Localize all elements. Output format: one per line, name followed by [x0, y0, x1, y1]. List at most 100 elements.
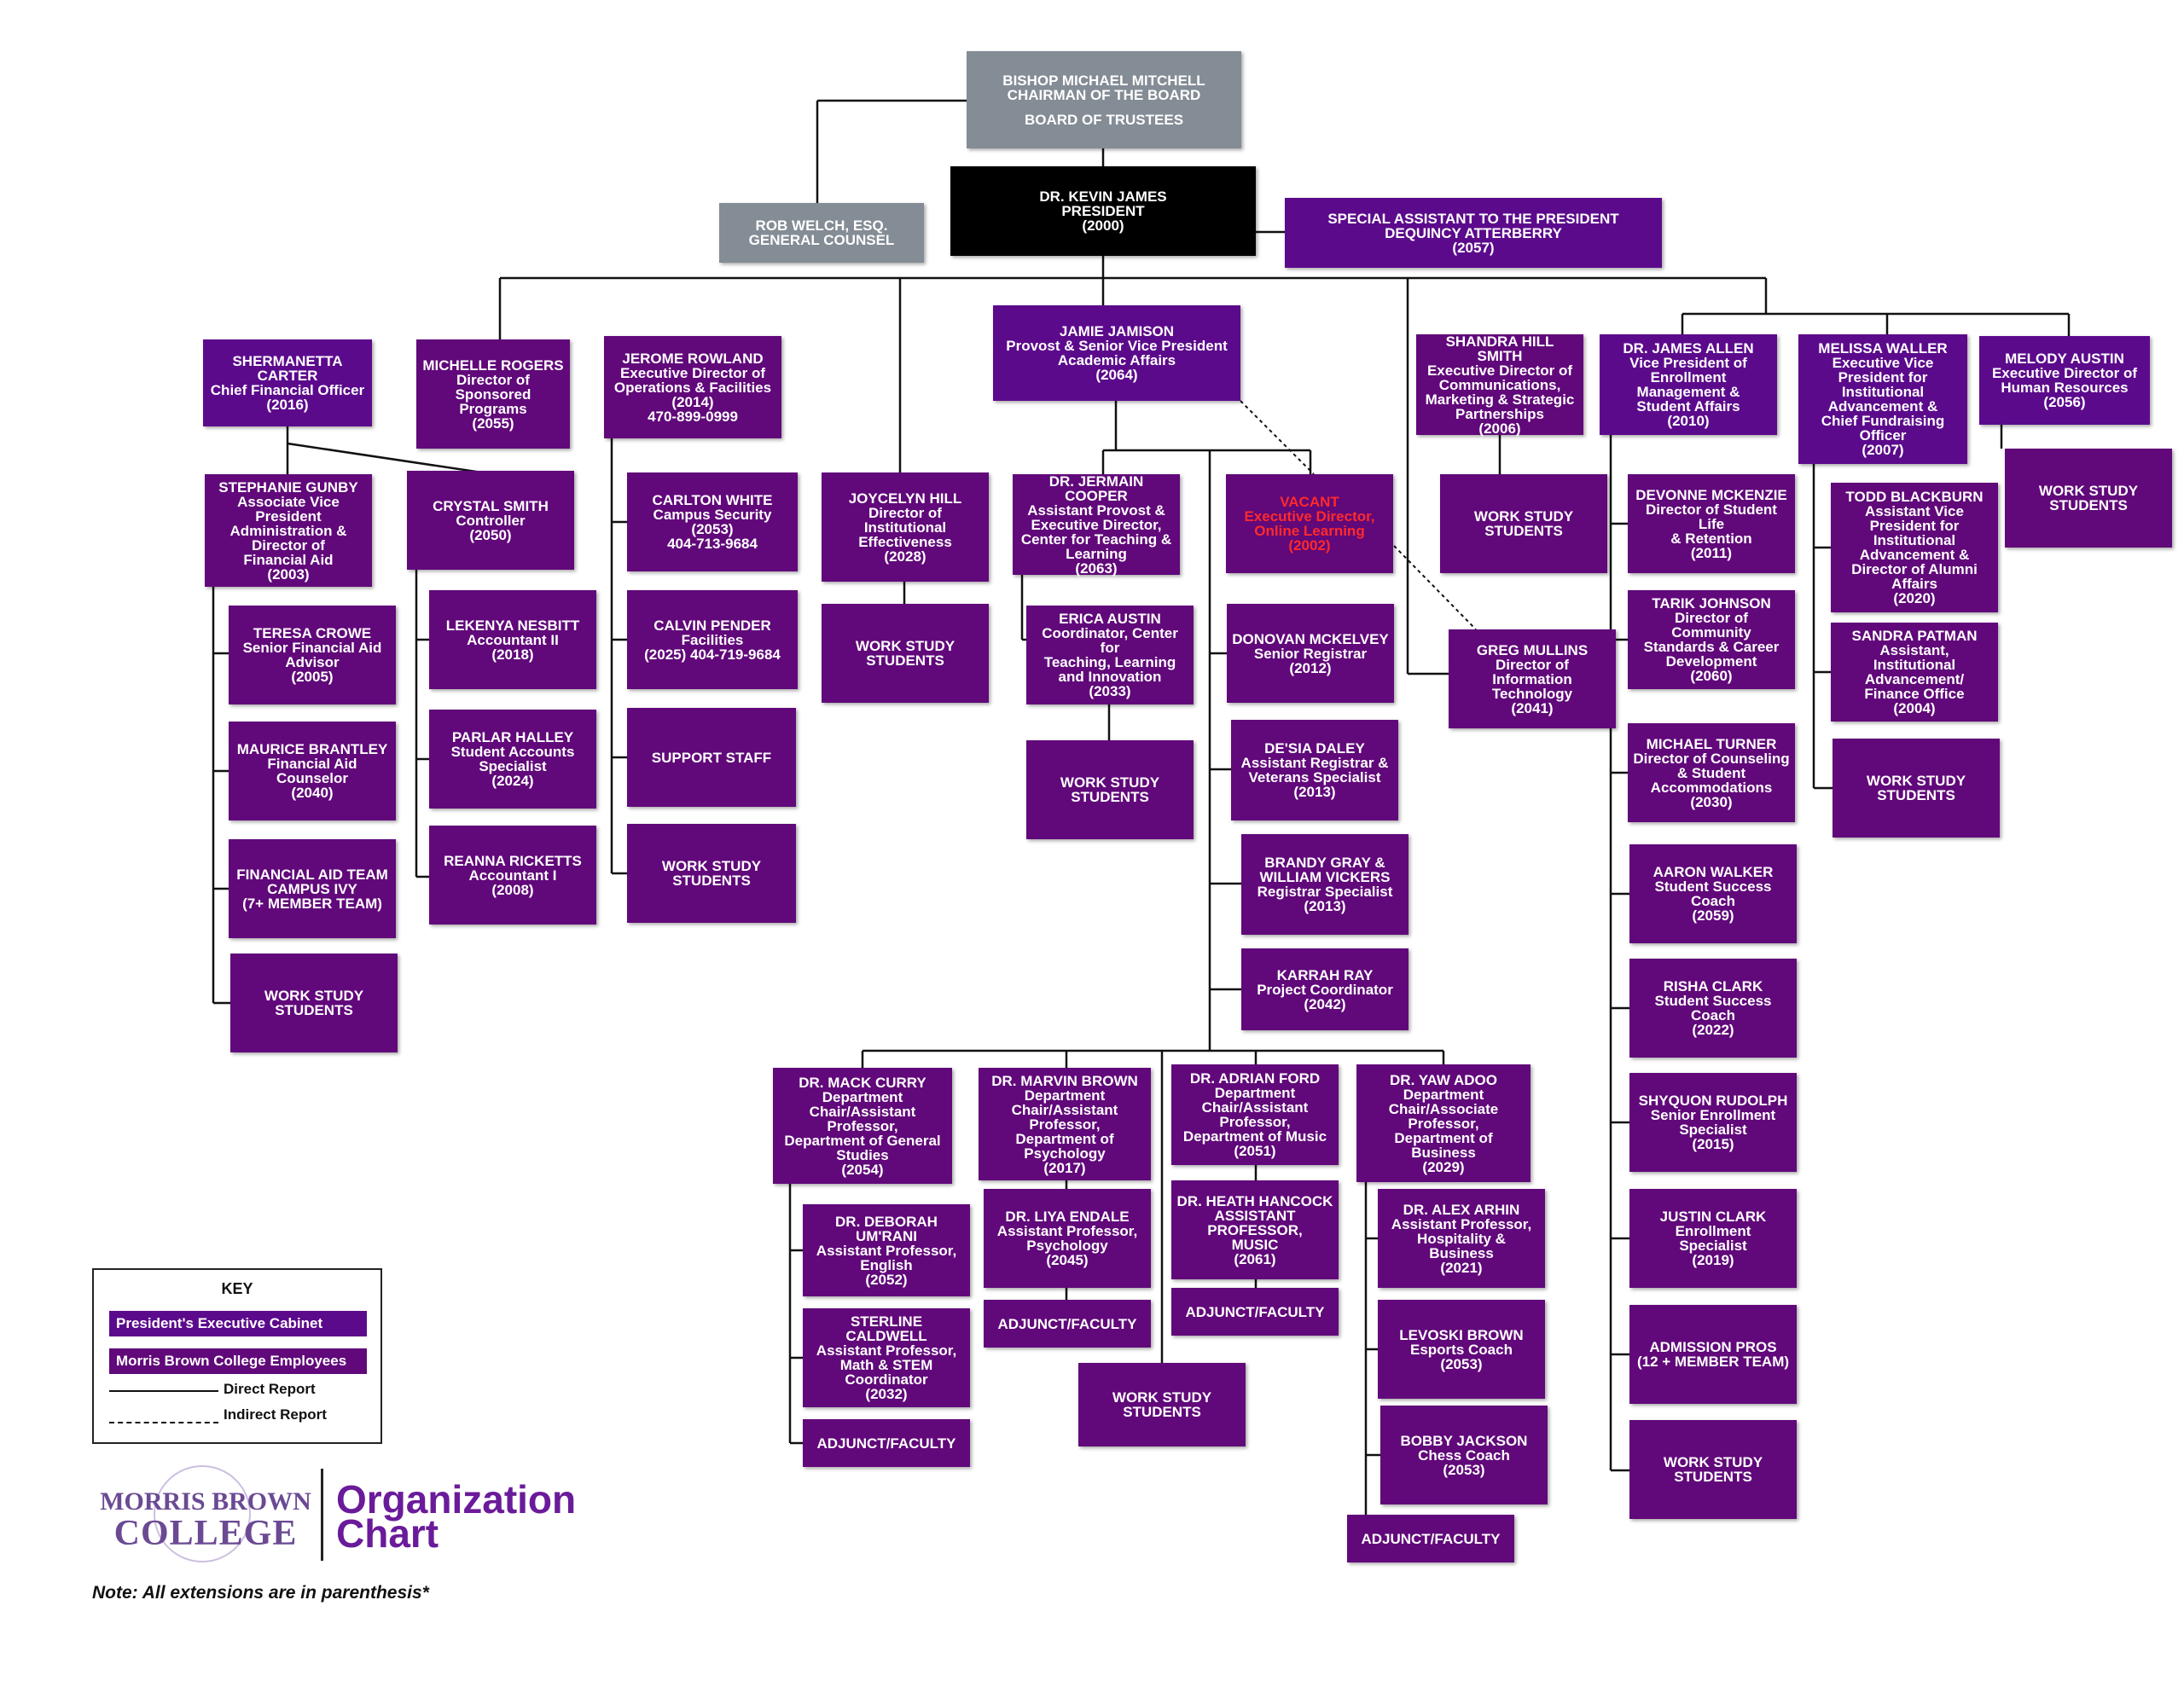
node-adoo-line: DR. YAW ADOO: [1390, 1071, 1497, 1088]
node-daley-line: (2013): [1293, 784, 1336, 800]
node-ws-aid-line: STUDENTS: [275, 1002, 353, 1018]
node-vacant-line: (2002): [1288, 537, 1331, 554]
node-provost-line: Provost & Senior Vice President: [1006, 338, 1228, 354]
node-arhin-line: Assistant Professor,: [1391, 1215, 1532, 1232]
node-ws-enroll-line: WORK STUDY: [1663, 1454, 1763, 1470]
node-endale-line: Psychology: [1026, 1238, 1108, 1254]
node-vacant-line: Online Learning: [1254, 523, 1365, 539]
node-nesbitt-line: (2018): [491, 646, 534, 663]
node-chairman-line: CHAIRMAN OF THE BOARD: [1007, 86, 1201, 103]
node-adj-ford: ADJUNCT/FACULTY: [1171, 1288, 1339, 1336]
node-rudolph-line: Senior Enrollment: [1650, 1107, 1776, 1123]
node-adoo-line: Professor,: [1408, 1115, 1479, 1132]
node-curry-line: (2054): [841, 1161, 884, 1178]
node-ford-line: Department: [1214, 1085, 1296, 1101]
node-brown-m-line: (2017): [1043, 1159, 1086, 1176]
node-halley-line: Specialist: [479, 758, 547, 774]
node-gunby-line: President: [255, 507, 322, 525]
node-vacant-line: VACANT: [1280, 494, 1339, 510]
node-support-line: SUPPORT STAFF: [651, 749, 772, 766]
node-turner-line: (2030): [1690, 793, 1733, 810]
node-daley-line: DE'SIA DALEY: [1264, 740, 1365, 757]
node-mckelvey-line: (2012): [1289, 659, 1332, 676]
node-white-line: Campus Security: [653, 507, 772, 523]
node-johnson-line: Director of Community: [1671, 610, 1751, 641]
node-johnson-line: Development: [1665, 653, 1757, 670]
node-clark-j-line: JUSTIN CLARK: [1659, 1209, 1767, 1225]
node-turner-line: MICHAEL TURNER: [1646, 735, 1777, 752]
node-communications-line: (2006): [1478, 420, 1521, 437]
node-ricketts-line: REANNA RICKETTS: [444, 852, 582, 869]
node-blackburn-line: TODD BLACKBURN: [1845, 489, 1984, 505]
node-brown-m-line: Department: [1024, 1087, 1106, 1104]
node-white-line: CARLTON WHITE: [652, 492, 773, 508]
key-direct-label: Direct Report: [224, 1381, 316, 1397]
node-communications-line: Executive Director of: [1426, 362, 1573, 379]
node-nesbitt-line: LEKENYA NESBITT: [445, 617, 580, 634]
node-ws-adv-line: WORK STUDY: [1866, 773, 1966, 789]
node-chairman-line: BISHOP MICHAEL MITCHELL: [1002, 72, 1205, 89]
node-ford-line: Chair/Assistant: [1201, 1099, 1309, 1116]
node-support: SUPPORT STAFF: [627, 708, 796, 807]
node-patman-line: Institutional: [1873, 657, 1956, 673]
node-general-counsel: ROB WELCH, ESQ.GENERAL COUNSEL: [719, 203, 924, 263]
indirect-report-line: [1240, 400, 1315, 475]
node-caldwell-line: STERLINE CALDWELL: [845, 1313, 927, 1344]
node-austin-e-line: ERICA AUSTIN: [1059, 611, 1161, 627]
node-walker-line: Student Success: [1654, 878, 1772, 895]
node-ws-academic-line: STUDENTS: [1123, 1404, 1201, 1420]
node-turner-line: Director of Counseling: [1633, 750, 1790, 767]
node-johnson-line: TARIK JOHNSON: [1652, 595, 1771, 612]
node-cfo-line: Chief Financial Officer: [210, 382, 365, 398]
college-seal: [154, 1465, 251, 1562]
node-special-assistant-line: DEQUINCY ATTERBERRY: [1385, 224, 1562, 241]
node-cfo-line: (2016): [266, 397, 309, 413]
node-arhin-line: Hospitality & Business: [1417, 1230, 1506, 1261]
node-enrollment-line: Student Affairs: [1636, 398, 1740, 415]
node-halley-line: Student Accounts: [450, 744, 575, 760]
node-ford-line: (2051): [1234, 1143, 1276, 1159]
node-provost-line: Academic Affairs: [1057, 352, 1176, 368]
node-patman-line: SANDRA PATMAN: [1851, 628, 1978, 644]
logo-text-college: COLLEGE: [113, 1514, 298, 1553]
node-adoo-line: (2029): [1422, 1158, 1465, 1175]
node-gunby-line: Administration &: [229, 522, 347, 539]
key-indirect-line: [109, 1422, 218, 1423]
node-special-assistant-line: SPECIAL ASSISTANT TO THE PRESIDENT: [1327, 210, 1619, 227]
node-sponsored-line: Sponsored: [455, 386, 531, 403]
node-brown-m-line: Chair/Assistant: [1011, 1101, 1118, 1118]
node-advancement-line: Officer: [1859, 427, 1907, 443]
node-mckenzie-line: & Retention: [1670, 530, 1752, 547]
node-enrollment-line: DR. JAMES ALLEN: [1623, 340, 1754, 357]
node-johnson-line: (2060): [1690, 668, 1733, 684]
node-adj-curry: ADJUNCT/FACULTY: [803, 1419, 970, 1467]
node-patman-line: Finance Office: [1864, 686, 1965, 702]
node-jackson-line: Chess Coach: [1418, 1446, 1510, 1464]
node-blackburn-line: Affairs: [1891, 576, 1937, 592]
node-ray-line: Project Coordinator: [1257, 981, 1393, 998]
node-endale-line: DR. LIYA ENDALE: [1005, 1209, 1130, 1225]
node-enrollment-line: (2010): [1667, 413, 1710, 429]
node-mullins-line: Information: [1492, 670, 1572, 687]
